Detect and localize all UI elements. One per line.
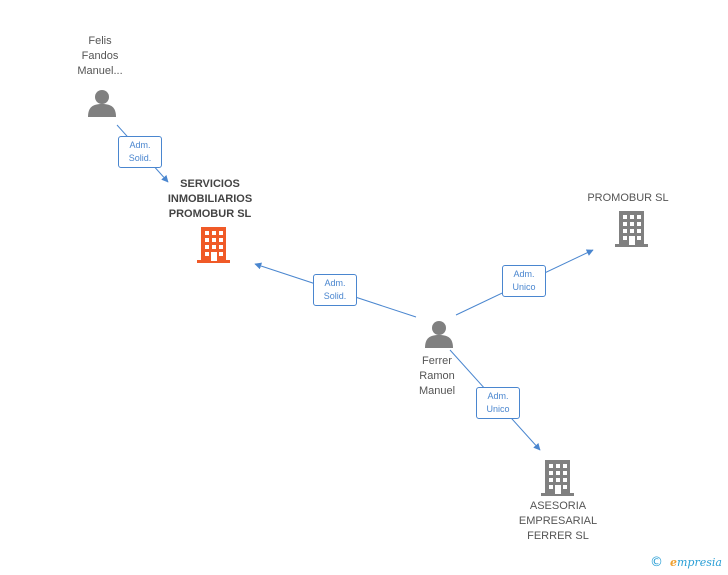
- node-label-felis: Felis Fandos Manuel...: [77, 35, 123, 77]
- role-badge-ferrer-servicios[interactable]: Adm. Solid.: [313, 274, 357, 306]
- building-icon[interactable]: [541, 460, 574, 496]
- node-label-servicios: SERVICIOS INMOBILIARIOS PROMOBUR SL: [167, 178, 253, 220]
- copyright-icon: ©: [650, 555, 663, 570]
- building-icon[interactable]: [615, 211, 648, 247]
- role-badge-felis-servicios[interactable]: Adm. Solid.: [118, 136, 162, 168]
- person-icon[interactable]: [424, 320, 454, 348]
- node-label-promobur: PROMOBUR SL: [587, 192, 669, 204]
- building-icon[interactable]: [197, 227, 230, 263]
- node-label-asesoria: ASESORIA EMPRESARIAL FERRER SL: [518, 500, 598, 542]
- person-icon[interactable]: [87, 89, 117, 117]
- role-badge-ferrer-asesoria[interactable]: Adm. Unico: [476, 387, 520, 419]
- brand-name: empresia: [670, 556, 722, 569]
- role-badge-ferrer-promobur[interactable]: Adm. Unico: [502, 265, 546, 297]
- node-label-ferrer: Ferrer Ramon Manuel: [418, 355, 456, 397]
